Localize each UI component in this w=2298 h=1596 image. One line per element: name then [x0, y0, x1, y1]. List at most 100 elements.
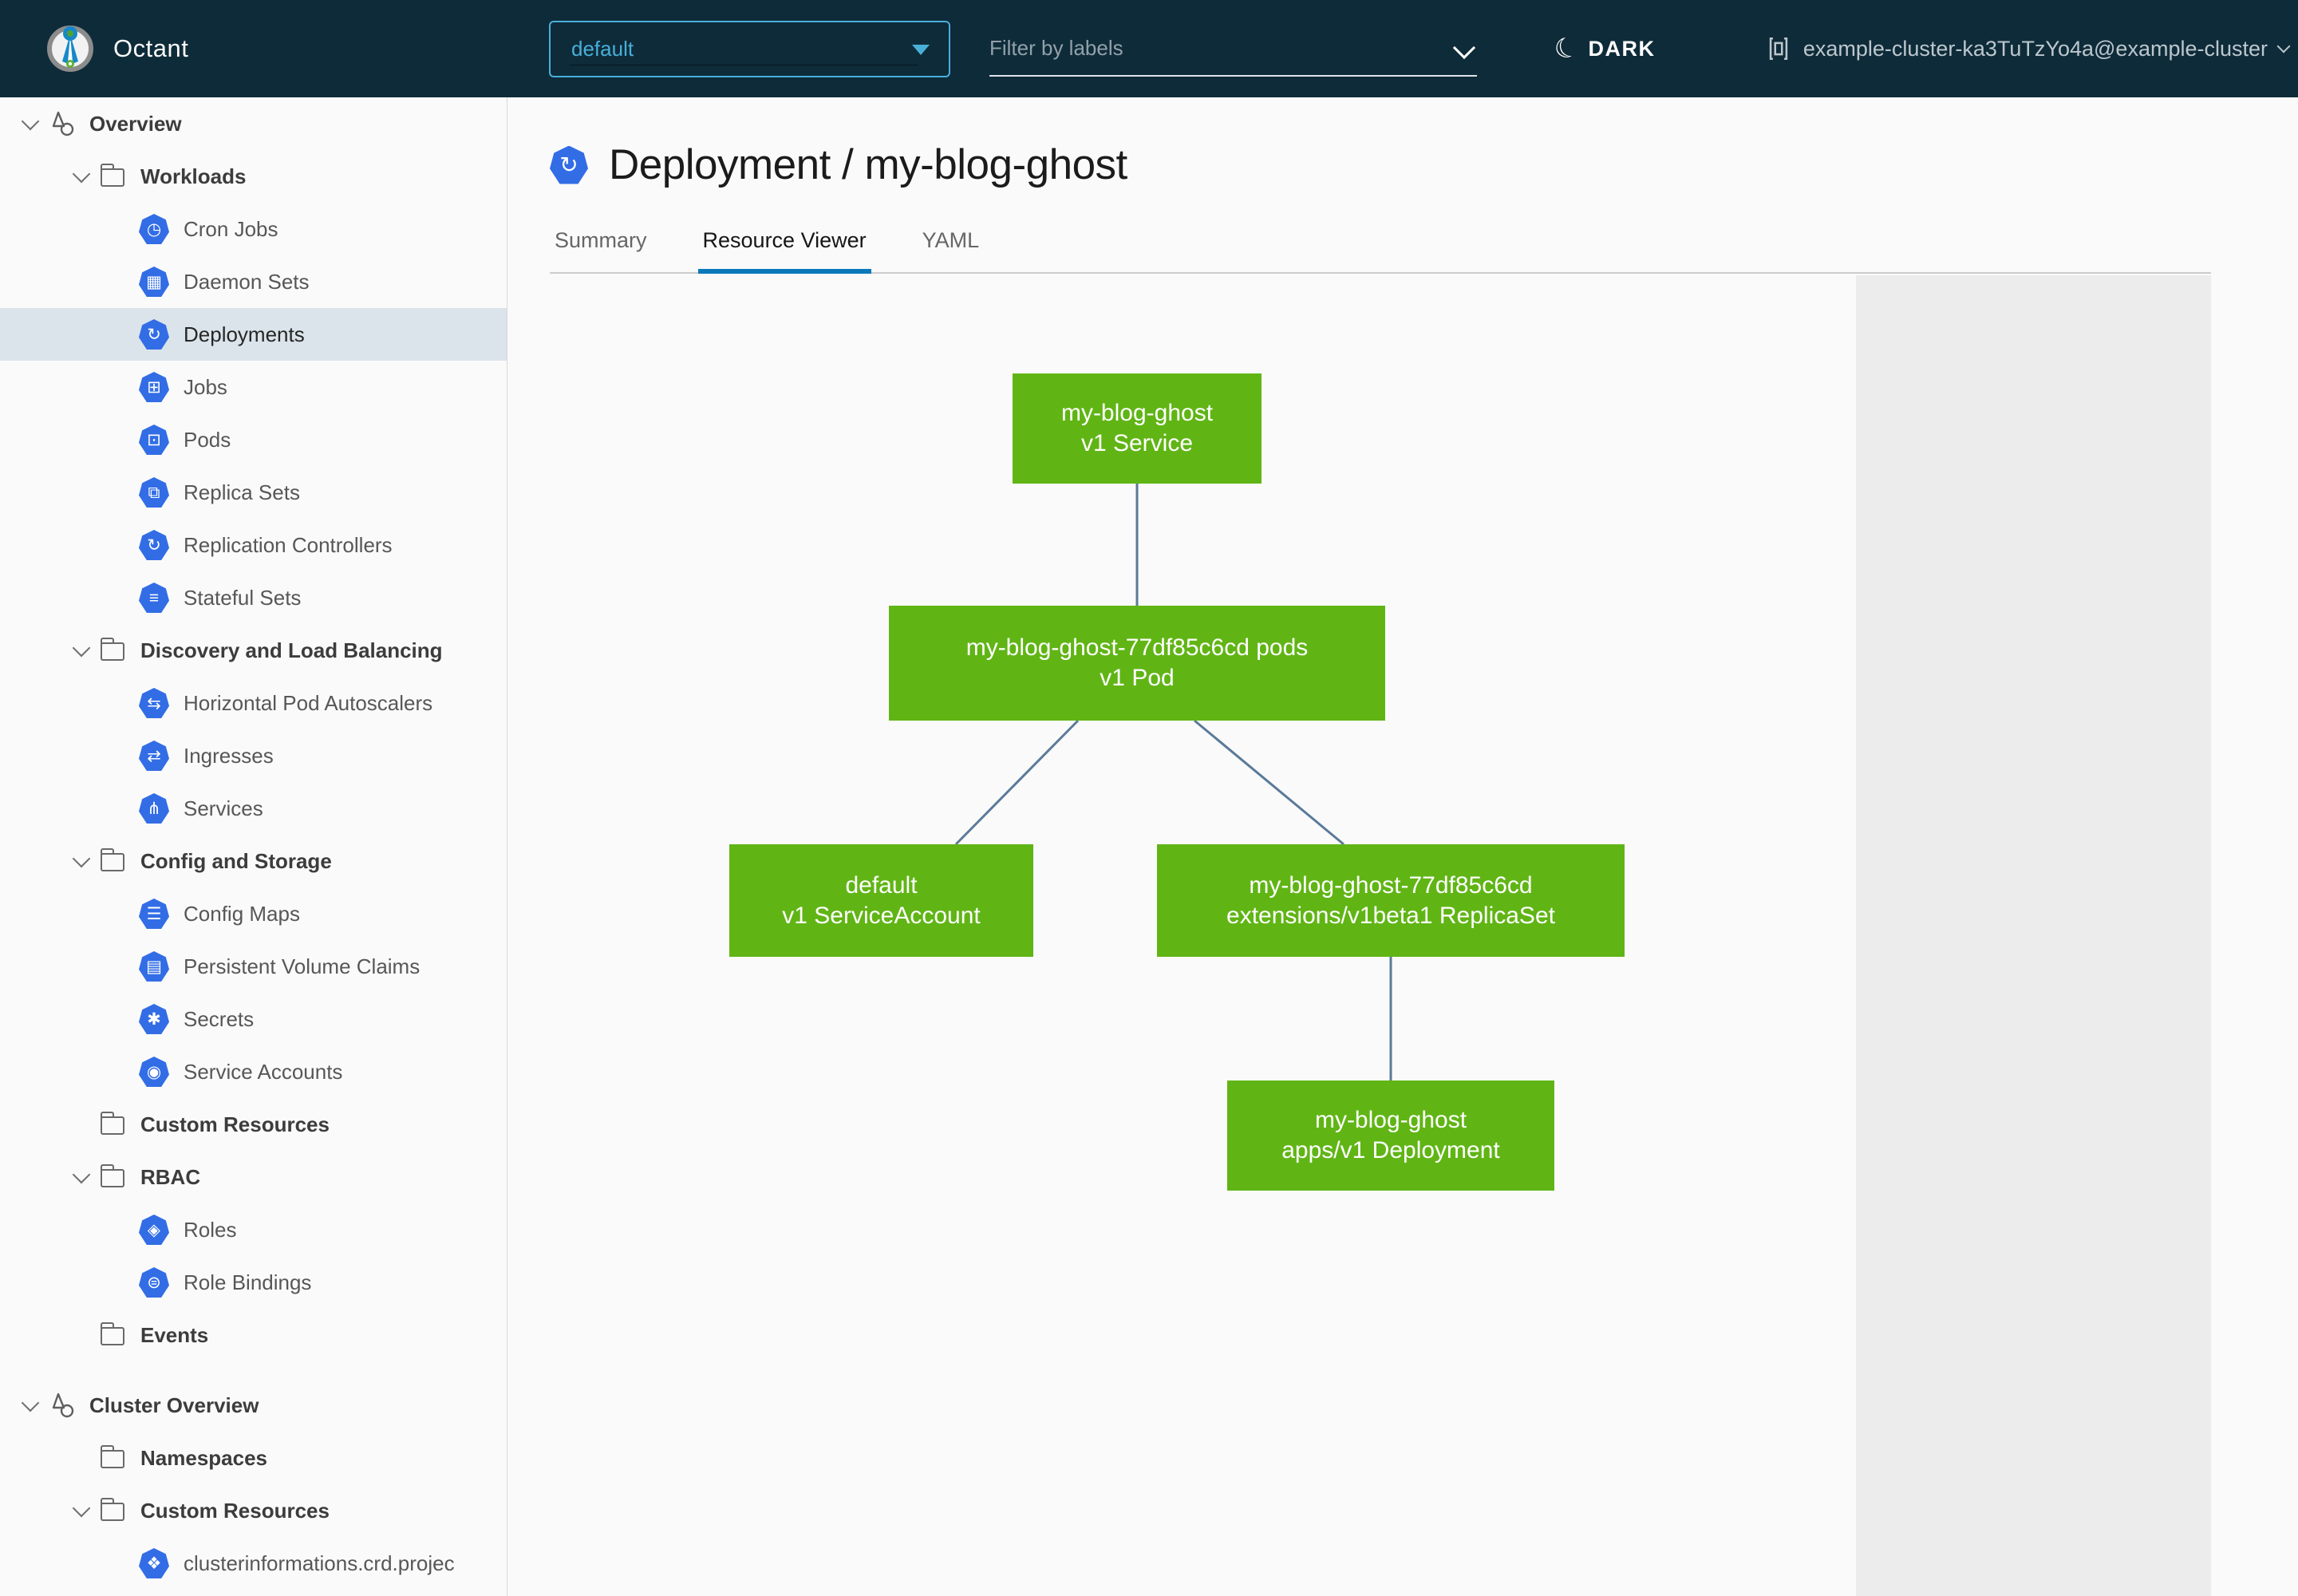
- graph-node-pods[interactable]: my-blog-ghost-77df85c6cd pods v1 Pod: [889, 606, 1385, 721]
- sidebar-item-label: Services: [184, 796, 263, 820]
- deployments-icon: ↻: [139, 319, 169, 350]
- sidebar-item-label: Persistent Volume Claims: [184, 954, 421, 978]
- secrets-icon: ✱: [139, 1004, 169, 1034]
- theme-toggle-button[interactable]: ☾ DARK: [1550, 0, 1656, 97]
- graph-node-serviceaccount[interactable]: default v1 ServiceAccount: [729, 844, 1033, 957]
- top-navbar: Octant default ☾ DARK example-cluster-ka…: [0, 0, 2298, 97]
- dropdown-caret-icon: [912, 45, 930, 55]
- sidebar-item-service-accounts[interactable]: ◉Service Accounts: [0, 1045, 507, 1098]
- sidebar-item-label: Namespaces: [140, 1445, 267, 1470]
- namespace-dropdown[interactable]: default: [549, 21, 950, 77]
- app-title: Octant: [113, 34, 189, 62]
- expand-toggle[interactable]: [70, 1165, 99, 1184]
- sidebar-item-jobs[interactable]: ⊞Jobs: [0, 361, 507, 413]
- sidebar-item-services[interactable]: ⋔Services: [0, 782, 507, 835]
- page-header: ↻ Deployment / my-blog-ghost: [550, 140, 2298, 189]
- sidebar-item-label: Secrets: [184, 1006, 255, 1031]
- sidebar-item-label: Replica Sets: [184, 480, 300, 504]
- page-title: Deployment / my-blog-ghost: [609, 141, 1127, 188]
- sidebar-item-workloads[interactable]: Workloads: [0, 150, 507, 203]
- folder-icon: [101, 847, 124, 871]
- filter-by-labels-input[interactable]: [989, 21, 1477, 77]
- chevron-down-icon: [72, 164, 91, 184]
- graph-node-label: default: [845, 871, 918, 899]
- sidebar-item-clusterinformations-crd-projec[interactable]: ❖clusterinformations.crd.projec: [0, 1537, 507, 1590]
- sidebar-item-ingresses[interactable]: ⇄Ingresses: [0, 729, 507, 782]
- chevron-down-icon: [2276, 39, 2291, 53]
- sidebar-item-label: Overview: [89, 111, 182, 136]
- pods-icon: ⊡: [139, 425, 169, 455]
- sidebar-item-replica-sets[interactable]: ⧉Replica Sets: [0, 466, 507, 519]
- sidebar-item-namespaces[interactable]: Namespaces: [0, 1432, 507, 1484]
- sidebar-item-label: Cron Jobs: [184, 216, 278, 241]
- chevron-down-icon: [72, 1499, 91, 1518]
- folder-icon: [101, 1111, 124, 1135]
- expand-toggle[interactable]: [19, 112, 48, 131]
- graph-edges: [954, 484, 1392, 1080]
- sidebar-item-custom-resources[interactable]: Custom Resources: [0, 1098, 507, 1151]
- tab-summary[interactable]: Summary: [555, 228, 647, 252]
- sidebar-item-role-bindings[interactable]: ⊜Role Bindings: [0, 1256, 507, 1309]
- sidebar-item-label: Service Accounts: [184, 1059, 343, 1084]
- sidebar-item-csidrivers-csi-storage-k8s-io[interactable]: ❖csidrivers.csi.storage.k8s.io: [0, 1590, 507, 1596]
- cluster-context-selector[interactable]: example-cluster-ka3TuTzYo4a@example-clus…: [1765, 0, 2291, 97]
- sidebar-item-label: Custom Resources: [140, 1112, 330, 1136]
- sidebar-item-config-and-storage[interactable]: Config and Storage: [0, 835, 507, 887]
- sidebar-item-label: Roles: [184, 1217, 237, 1242]
- sidebar-item-secrets[interactable]: ✱ Secrets: [0, 993, 507, 1045]
- sidebar-item-custom-resources[interactable]: Custom Resources: [0, 1484, 507, 1537]
- sidebar-item-label: Jobs: [184, 374, 227, 399]
- expand-toggle[interactable]: [70, 638, 99, 658]
- sidebar-item-rbac[interactable]: RBAC: [0, 1151, 507, 1203]
- expand-toggle[interactable]: [70, 164, 99, 184]
- graph-node-label: v1 Pod: [1100, 665, 1175, 691]
- config-maps-icon: ☰: [139, 899, 169, 929]
- graph-node-label: v1 ServiceAccount: [782, 902, 981, 929]
- folder-icon: [101, 1321, 124, 1345]
- tab-yaml[interactable]: YAML: [922, 228, 980, 252]
- sidebar-item-label: Cluster Overview: [89, 1393, 259, 1417]
- folder-icon: [101, 163, 124, 187]
- daemon-sets-icon: ▦: [139, 267, 169, 297]
- sidebar-item-label: Stateful Sets: [184, 585, 302, 610]
- sidebar-item-discovery-and-load-balancing[interactable]: Discovery and Load Balancing: [0, 624, 507, 677]
- folder-icon: [101, 1444, 124, 1468]
- graph-node-label: my-blog-ghost-77df85c6cd: [1249, 871, 1533, 899]
- sidebar-item-overview[interactable]: Overview: [0, 97, 507, 150]
- expand-toggle[interactable]: [70, 1499, 99, 1518]
- sidebar-item-replication-controllers[interactable]: ↻Replication Controllers: [0, 519, 507, 571]
- sidebar-item-label: Workloads: [140, 164, 247, 188]
- cluster-context-label: example-cluster-ka3TuTzYo4a@example-clus…: [1802, 36, 2268, 61]
- graph-node-label: my-blog-ghost-77df85c6cd pods: [965, 634, 1309, 661]
- sidebar-item-persistent-volume-claims[interactable]: ▤ Persistent Volume Claims: [0, 940, 507, 993]
- folder-icon: [101, 1163, 124, 1187]
- sidebar-item-pods[interactable]: ⊡Pods: [0, 413, 507, 466]
- sidebar-item-deployments[interactable]: ↻Deployments: [0, 308, 507, 361]
- graph-node-label: apps/v1 Deployment: [1281, 1137, 1500, 1163]
- sidebar-item-horizontal-pod-autoscalers[interactable]: ⇆Horizontal Pod Autoscalers: [0, 677, 507, 729]
- sidebar-item-events[interactable]: Events: [0, 1309, 507, 1361]
- chevron-down-icon: [72, 638, 91, 658]
- sidebar-item-label: Config Maps: [184, 901, 300, 926]
- replication-controllers-icon: ↻: [139, 530, 169, 560]
- tab-resource-viewer[interactable]: Resource Viewer: [697, 223, 871, 274]
- chevron-down-icon: [21, 1393, 40, 1412]
- sidebar-item-config-maps[interactable]: ☰ Config Maps: [0, 887, 507, 940]
- expand-toggle[interactable]: [70, 849, 99, 868]
- chevron-down-icon: [72, 1165, 91, 1184]
- sidebar-item-daemon-sets[interactable]: ▦ Daemon Sets: [0, 255, 507, 308]
- sidebar-item-cron-jobs[interactable]: ◷Cron Jobs: [0, 203, 507, 255]
- sidebar-item-cluster-overview[interactable]: Cluster Overview: [0, 1379, 507, 1432]
- sidebar-item-roles[interactable]: ◈Roles: [0, 1203, 507, 1256]
- horizontal-pod-autoscalers-icon: ⇆: [139, 688, 169, 718]
- persistent-volume-claims-icon: ▤: [139, 951, 169, 982]
- sidebar-item-label: Daemon Sets: [184, 269, 310, 294]
- expand-toggle[interactable]: [19, 1393, 48, 1412]
- sidebar-item-label: RBAC: [140, 1164, 201, 1189]
- sidebar-item-stateful-sets[interactable]: ≡Stateful Sets: [0, 571, 507, 624]
- theme-toggle-label: DARK: [1588, 36, 1656, 61]
